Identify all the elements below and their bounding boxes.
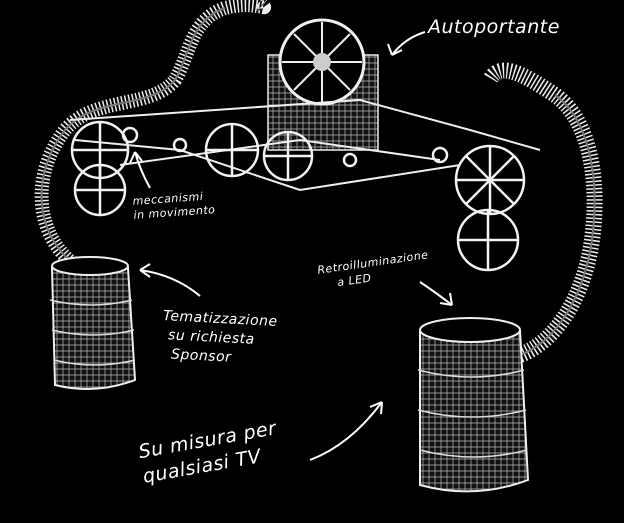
label-autoportante: Autoportante bbox=[428, 16, 560, 38]
engine-block bbox=[267, 18, 379, 151]
annotation-arrow bbox=[129, 31, 453, 461]
wheel bbox=[70, 120, 526, 272]
barrel-left bbox=[49, 256, 137, 390]
barrel-right bbox=[417, 317, 530, 493]
label-tematizzazione: Tematizzazione su richiesta Sponsor bbox=[161, 307, 278, 370]
coiled-tube-left bbox=[34, 0, 271, 271]
coiled-tube-right bbox=[482, 62, 603, 363]
label-meccanismi: meccanismi in movimento bbox=[132, 189, 216, 223]
